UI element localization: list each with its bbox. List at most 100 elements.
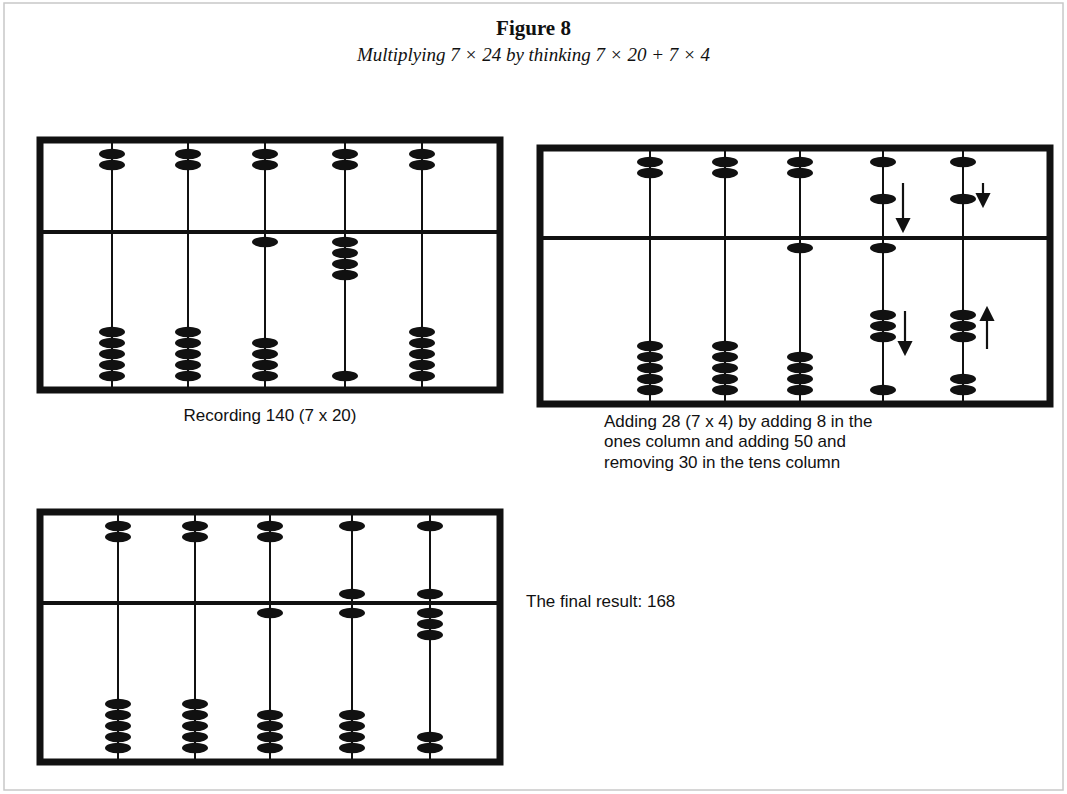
- abacus-bead: [332, 270, 358, 280]
- abacus-bead: [950, 332, 976, 342]
- abacus-bead: [252, 338, 278, 348]
- abacus-rod: [882, 148, 884, 404]
- abacus-bead: [175, 160, 201, 170]
- abacus-bead: [637, 374, 663, 384]
- frame-caption: The final result: 168: [526, 592, 946, 612]
- abacus-frame: [540, 148, 1050, 404]
- abacus-bead: [870, 385, 896, 395]
- abacus-bead: [175, 338, 201, 348]
- abacus-bead: [950, 157, 976, 167]
- abacus-bead: [870, 321, 896, 331]
- abacus-bead: [409, 338, 435, 348]
- abacus-bead: [182, 743, 208, 753]
- page-border: [4, 3, 1063, 790]
- abacus-border: [540, 148, 1050, 404]
- abacus-bead: [257, 732, 283, 742]
- abacus-bead: [175, 349, 201, 359]
- abacus-bead: [99, 149, 125, 159]
- abacus-bead: [417, 743, 443, 753]
- abacus-bead: [637, 168, 663, 178]
- abacus-border: [40, 140, 500, 390]
- abacus-bead: [339, 721, 365, 731]
- abacus-bead: [409, 371, 435, 381]
- abacus-bead: [105, 521, 131, 531]
- abacus-bead: [252, 371, 278, 381]
- abacus-bead: [409, 149, 435, 159]
- abacus-bead: [339, 743, 365, 753]
- abacus-bead: [105, 532, 131, 542]
- abacus-bead: [332, 149, 358, 159]
- abacus-bead: [787, 352, 813, 362]
- abacus-bead: [257, 721, 283, 731]
- abacus-bead: [417, 521, 443, 531]
- move-arrow: [902, 183, 904, 230]
- abacus-bead: [175, 149, 201, 159]
- abacus-bead: [105, 732, 131, 742]
- abacus-bead: [105, 710, 131, 720]
- abacus-bead: [409, 360, 435, 370]
- abacus-bead: [332, 237, 358, 247]
- abacus-bead: [712, 363, 738, 373]
- abacus-bead: [105, 699, 131, 709]
- abacus-bead: [252, 149, 278, 159]
- abacus-bead: [257, 521, 283, 531]
- abacus-bead: [417, 608, 443, 618]
- abacus-bead: [252, 160, 278, 170]
- figure-subtitle: Multiplying 7 × 24 by thinking 7 × 20 + …: [0, 44, 1067, 67]
- abacus-bead: [409, 349, 435, 359]
- abacus-bead: [99, 160, 125, 170]
- abacus-rod: [962, 148, 964, 404]
- move-arrow: [982, 183, 984, 205]
- abacus-bead: [417, 589, 443, 599]
- move-arrow: [904, 311, 906, 353]
- abacus-bead: [105, 743, 131, 753]
- abacus-bead: [950, 194, 976, 204]
- abacus-bead: [182, 521, 208, 531]
- abacus-bead: [712, 385, 738, 395]
- abacus-bead: [182, 710, 208, 720]
- abacus-bead: [105, 721, 131, 731]
- abacus-bead: [332, 259, 358, 269]
- abacus-bead: [950, 310, 976, 320]
- abacus-bead: [712, 168, 738, 178]
- abacus-bead: [182, 721, 208, 731]
- abacus-bead: [637, 341, 663, 351]
- abacus-bead: [787, 363, 813, 373]
- abacus-bead: [252, 349, 278, 359]
- abacus-bead: [712, 341, 738, 351]
- abacus-bead: [870, 243, 896, 253]
- abacus-bead: [99, 371, 125, 381]
- abacus-bead: [99, 338, 125, 348]
- abacus-bead: [787, 168, 813, 178]
- abacus-bead: [637, 363, 663, 373]
- abacus-bead: [870, 194, 896, 204]
- abacus-bead: [332, 248, 358, 258]
- abacus-bead: [252, 360, 278, 370]
- abacus-bead: [950, 321, 976, 331]
- abacus-bead: [787, 243, 813, 253]
- abacus-bead: [175, 327, 201, 337]
- abacus-bead: [417, 619, 443, 629]
- abacus-bead: [99, 360, 125, 370]
- abacus-bead: [870, 157, 896, 167]
- abacus-bead: [712, 352, 738, 362]
- abacus-bar: [40, 230, 500, 234]
- abacus-bead: [182, 699, 208, 709]
- abacus-bead: [417, 732, 443, 742]
- abacus-bead: [637, 352, 663, 362]
- figure-title: Figure 8: [0, 16, 1067, 41]
- abacus-bead: [950, 385, 976, 395]
- abacus-frame: [40, 140, 500, 390]
- abacus-frame: [40, 512, 500, 762]
- frame-caption: Recording 140 (7 x 20): [40, 406, 500, 426]
- abacus-bead: [257, 608, 283, 618]
- abacus-bead: [252, 237, 278, 247]
- abacus-bead: [870, 310, 896, 320]
- abacus-bead: [175, 360, 201, 370]
- abacus-bead: [257, 532, 283, 542]
- move-arrow: [986, 309, 988, 349]
- abacus-bar: [40, 601, 500, 605]
- abacus-bead: [409, 327, 435, 337]
- abacus-bead: [712, 157, 738, 167]
